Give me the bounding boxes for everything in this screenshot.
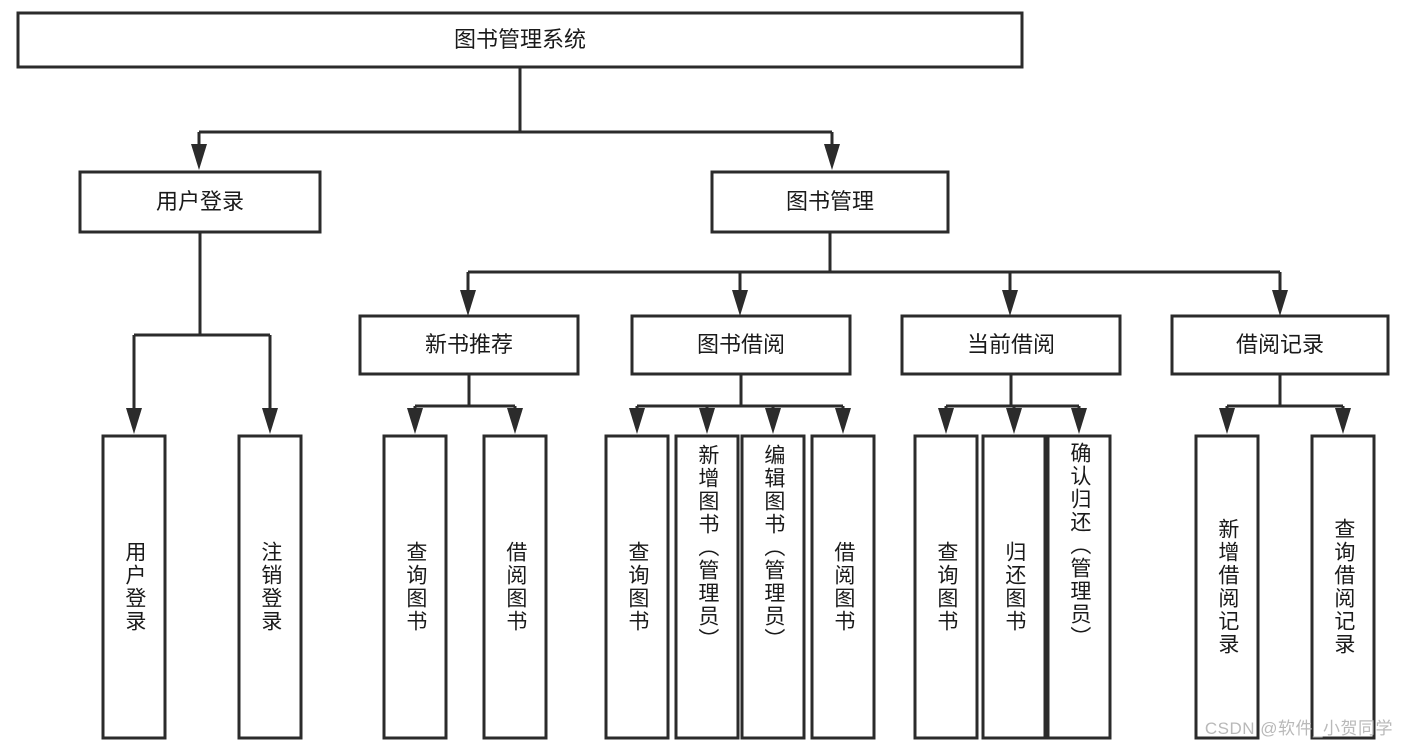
connector-group-new-book-recommend [407,374,523,434]
node-box-book-borrow[interactable] [630,314,852,376]
leaf-box-new-book-recommend-1[interactable] [482,434,548,740]
leaf-box-current-borrow-1[interactable] [981,434,1047,740]
node-user-login[interactable]: 用户登录 [78,170,322,234]
arrow-head-bookmgmt-c4 [1272,290,1288,316]
leaf-box-book-borrow-3[interactable] [810,434,876,740]
arrow-head-nbr-l2 [507,408,523,434]
arrow-head-userlogin-leaf2 [262,408,278,434]
leaf-box-book-borrow-1[interactable] [674,434,740,740]
leaf-box-current-borrow-2[interactable] [1046,434,1112,740]
node-box-root[interactable] [16,11,1024,69]
arrow-head-bb-l1 [629,408,645,434]
leaf-box-user-login-0[interactable] [101,434,167,740]
arrow-head-bookmgmt-c3 [1002,290,1018,316]
leaf-box-current-borrow-0[interactable] [913,434,979,740]
arrow-head-cb-l1 [938,408,954,434]
node-label-borrow-record: 借阅记录 [1236,332,1324,357]
connector-group-current-borrow [938,374,1087,434]
node-box-current-borrow[interactable] [900,314,1122,376]
arrow-head-to-userlogin [191,144,207,170]
node-label-book-borrow: 图书借阅 [697,332,785,357]
leaf-box-borrow-record-0[interactable] [1194,434,1260,740]
connector-group-root [191,67,840,170]
csdn-watermark: CSDN @软件_小贺同学 [1204,719,1393,738]
arrow-head-userlogin-leaf1 [126,408,142,434]
node-label-current-borrow: 当前借阅 [967,332,1055,357]
connector-group-book-management [460,232,1288,316]
node-root-system[interactable]: 图书管理系统 [16,11,1024,69]
node-label-new-book-recommend: 新书推荐 [425,332,513,357]
leaf-box-user-login-1[interactable] [237,434,303,740]
node-label-user-login: 用户登录 [156,189,244,214]
node-new-book-recommend[interactable]: 新书推荐 [358,314,580,376]
arrow-head-br-l1 [1219,408,1235,434]
node-box-borrow-record[interactable] [1170,314,1390,376]
arrow-head-bb-l3 [765,408,781,434]
arrow-head-bb-l4 [835,408,851,434]
node-label-root: 图书管理系统 [454,27,586,52]
arrow-head-cb-l3 [1071,408,1087,434]
connector-group-borrow-record [1219,374,1351,434]
leaf-box-new-book-recommend-0[interactable] [382,434,448,740]
node-current-borrow[interactable]: 当前借阅 [900,314,1122,376]
leaf-box-book-borrow-0[interactable] [604,434,670,740]
arrow-head-cb-l2 [1006,408,1022,434]
arrow-head-to-bookmgmt [824,144,840,170]
arrow-head-bookmgmt-c1 [460,290,476,316]
arrow-head-bookmgmt-c2 [732,290,748,316]
leaf-box-book-borrow-2[interactable] [740,434,806,740]
node-label-book-management: 图书管理 [786,189,874,214]
leaf-box-borrow-record-1[interactable] [1310,434,1376,740]
arrow-head-bb-l2 [699,408,715,434]
arrow-head-nbr-l1 [407,408,423,434]
node-box-new-book-recommend[interactable] [358,314,580,376]
connector-group-book-borrow [629,374,851,434]
connector-group-user-login [126,232,278,434]
node-book-borrow[interactable]: 图书借阅 [630,314,852,376]
node-book-management[interactable]: 图书管理 [710,170,950,234]
node-box-book-management[interactable] [710,170,950,234]
arrow-head-br-l2 [1335,408,1351,434]
node-borrow-record[interactable]: 借阅记录 [1170,314,1390,376]
